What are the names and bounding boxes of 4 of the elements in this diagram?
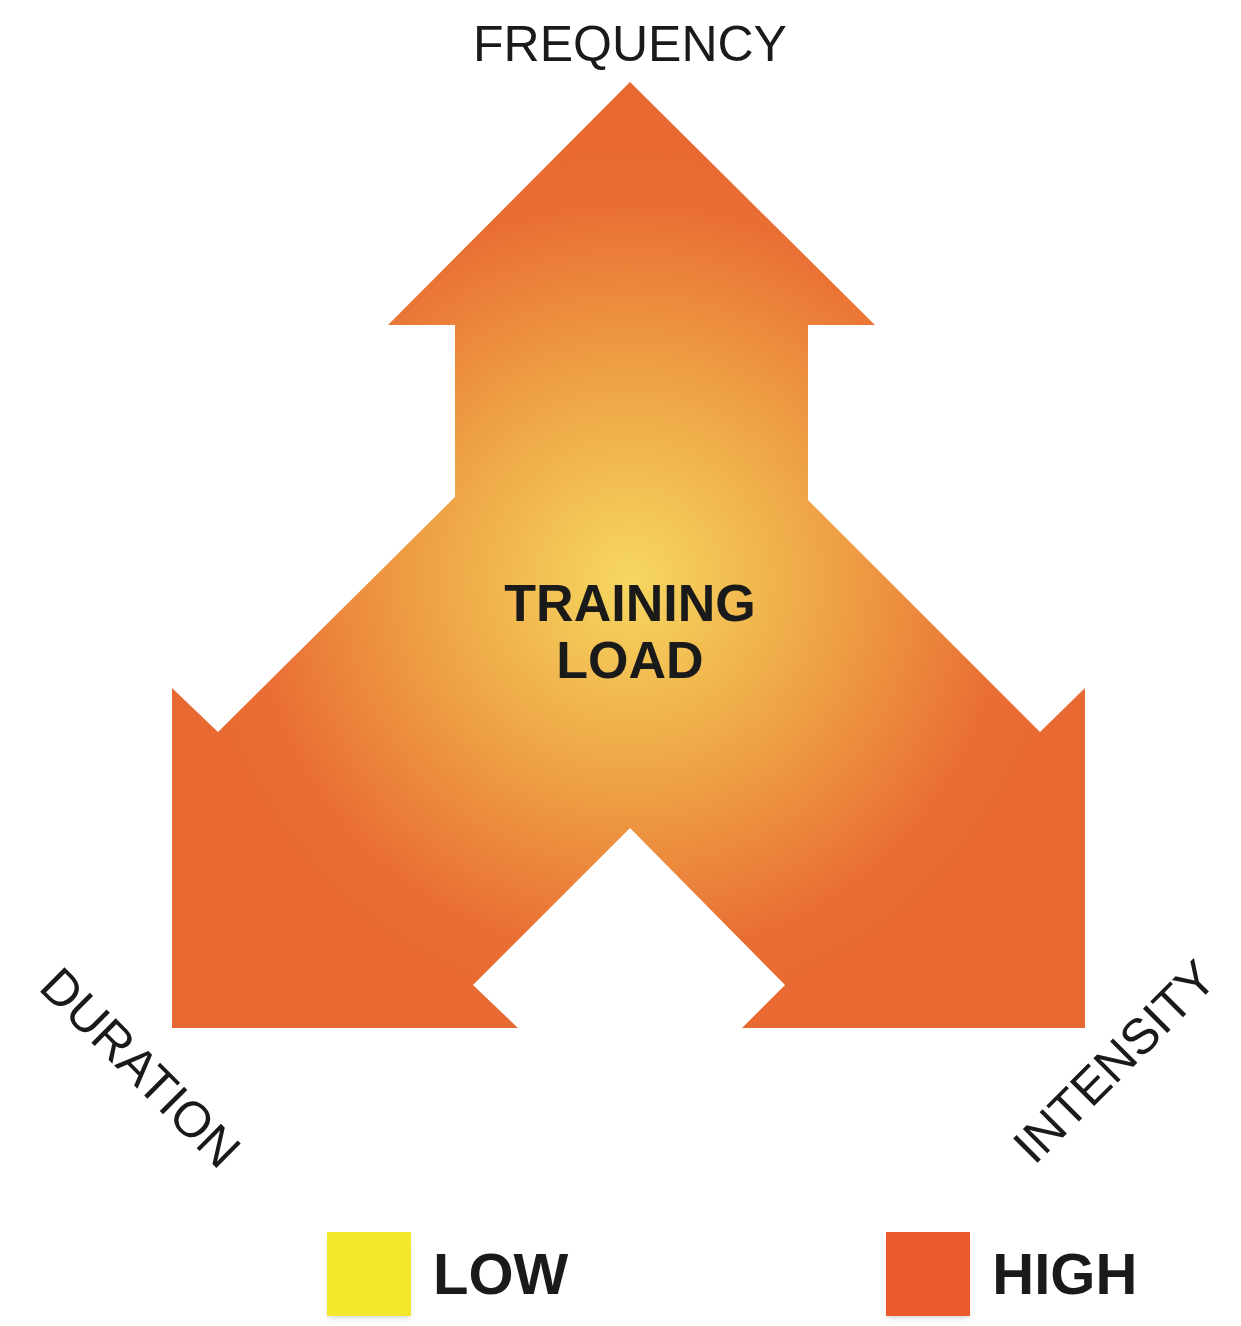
node-label: TRAINING LOAD [503, 574, 757, 690]
axis-label: FREQUENCY [473, 14, 787, 74]
legend-label: HIGH [992, 1245, 1138, 1303]
legend-label: LOW [433, 1245, 569, 1303]
